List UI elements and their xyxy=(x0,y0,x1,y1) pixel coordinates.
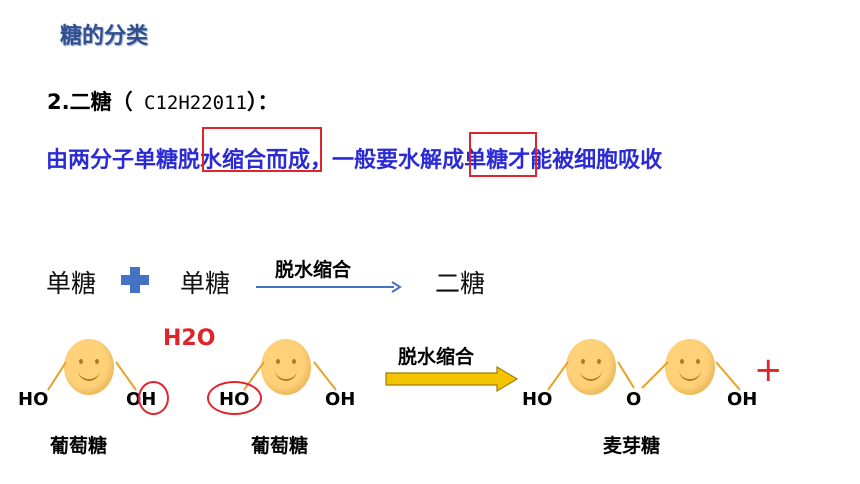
water-label: H2O xyxy=(163,326,216,351)
disaccharide-description: 由两分子单糖脱水缩合而成，一般要水解成单糖才能被细胞吸收 xyxy=(46,142,662,174)
monosaccharide-right: 单糖 xyxy=(180,269,231,298)
glucose-1-name: 葡萄糖 xyxy=(50,435,108,457)
maltose-name: 麦芽糖 xyxy=(603,435,661,457)
maltose-bonds xyxy=(547,361,741,391)
reaction-arrow-label: 脱水缩合 xyxy=(398,346,475,368)
desc-part-5: 成单糖才能被细胞吸收 xyxy=(442,148,663,173)
maltose-oh: OH xyxy=(727,389,758,410)
plus-icon xyxy=(121,267,149,293)
page-title: 糖的分类 xyxy=(60,24,149,49)
disaccharide-formula: 2.二糖（ C12H22011）： xyxy=(47,86,278,116)
glucose-2-oh: OH xyxy=(325,389,356,410)
desc-part-3: 而成，一般要 xyxy=(266,148,399,173)
glucose-2-ho-circle xyxy=(207,381,262,415)
highlight-box-hydrolysis xyxy=(469,132,537,177)
formula-chem: C12H22011 xyxy=(132,92,247,114)
maltose-left-smiley-icon xyxy=(566,339,616,395)
desc-keyword-hydrolysis: 水解 xyxy=(398,148,443,173)
glucose-1-ho: HO xyxy=(18,389,49,410)
desc-keyword-dehydration: 脱水缩合 xyxy=(178,148,267,173)
glucose-1-smiley-icon xyxy=(64,339,114,395)
reaction-arrow-icon xyxy=(385,366,519,392)
disaccharide-result: 二糖 xyxy=(435,269,486,298)
equation-arrow-icon xyxy=(256,281,402,293)
monosaccharide-left: 单糖 xyxy=(46,269,97,298)
highlight-box-dehydration xyxy=(202,127,322,172)
glucose-1-oh-circle xyxy=(138,381,169,415)
formula-label: 2.二糖（ xyxy=(47,90,133,114)
maltose-ho: HO xyxy=(522,389,553,410)
formula-end: ）： xyxy=(246,90,279,114)
equation-arrow-label: 脱水缩合 xyxy=(275,259,352,281)
glucose-1-bonds xyxy=(47,361,137,391)
plus-mark: + xyxy=(754,350,783,390)
maltose-o: O xyxy=(626,389,642,410)
glucose-2-name: 葡萄糖 xyxy=(251,435,309,457)
glucose-2-smiley-icon xyxy=(261,339,311,395)
maltose-right-smiley-icon xyxy=(665,339,715,395)
desc-part-1: 由两分子单糖 xyxy=(46,148,179,173)
